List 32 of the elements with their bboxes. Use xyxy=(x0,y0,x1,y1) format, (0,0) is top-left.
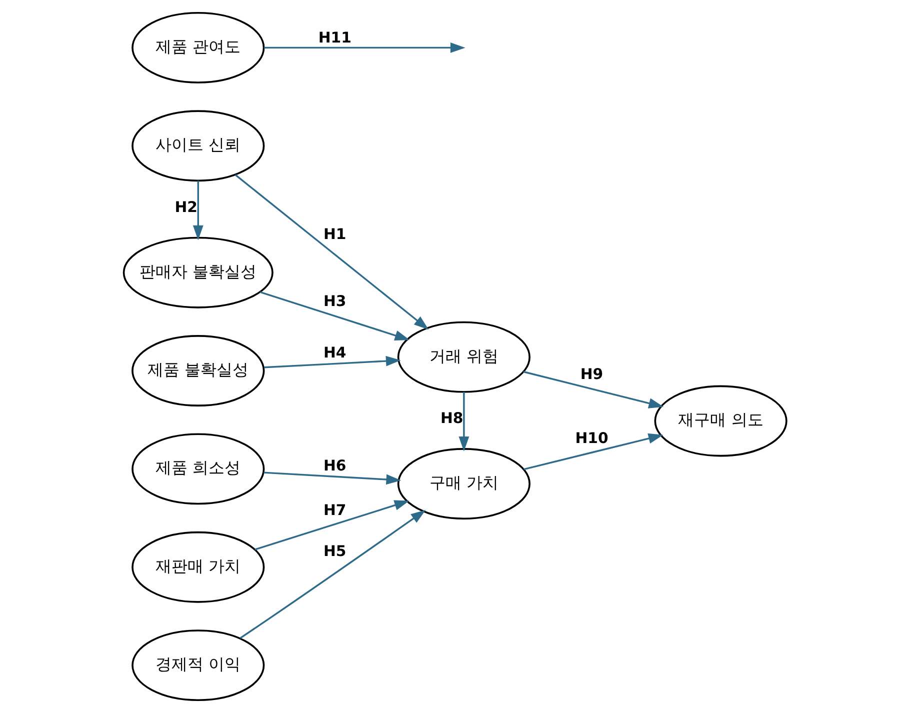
edge-label: H7 xyxy=(324,502,346,520)
edge-label: H3 xyxy=(324,293,346,310)
edge-label: H2 xyxy=(174,198,198,216)
node-ellipse: 사이트 신뢰 xyxy=(132,110,265,182)
arrow xyxy=(260,291,410,340)
arrow xyxy=(264,472,402,485)
edge-label: H5 xyxy=(324,543,346,560)
edge-label: H11 xyxy=(318,29,352,46)
edge-label: H8 xyxy=(440,410,464,428)
node-ellipse: 경제적 이익 xyxy=(132,630,265,702)
node-ellipse: 제품 관여도 xyxy=(132,12,265,84)
edge-label: H4 xyxy=(324,344,346,362)
arrow xyxy=(264,42,466,53)
edge-label: H9 xyxy=(580,366,604,384)
arrow xyxy=(254,500,410,550)
edge-label: H10 xyxy=(575,430,608,448)
arrow xyxy=(524,433,664,470)
node-ellipse: 제품 희소성 xyxy=(132,433,265,505)
node-ellipse: 재구매 의도 xyxy=(654,385,788,457)
arrow xyxy=(234,174,429,330)
node-ellipse: 구매 가치 xyxy=(397,448,530,520)
node-ellipse: 거래 위험 xyxy=(397,321,530,393)
node-ellipse: 제품 불확실성 xyxy=(132,335,265,406)
arrow xyxy=(240,510,426,639)
arrow xyxy=(523,370,664,408)
edge-label: H6 xyxy=(324,458,346,475)
arrow xyxy=(264,356,401,368)
arrow xyxy=(192,180,204,240)
edge-label: H1 xyxy=(324,226,346,243)
node-ellipse: 재판매 가치 xyxy=(132,531,265,603)
arrow xyxy=(458,392,470,452)
node-ellipse: 판매자 불확실성 xyxy=(122,236,274,308)
